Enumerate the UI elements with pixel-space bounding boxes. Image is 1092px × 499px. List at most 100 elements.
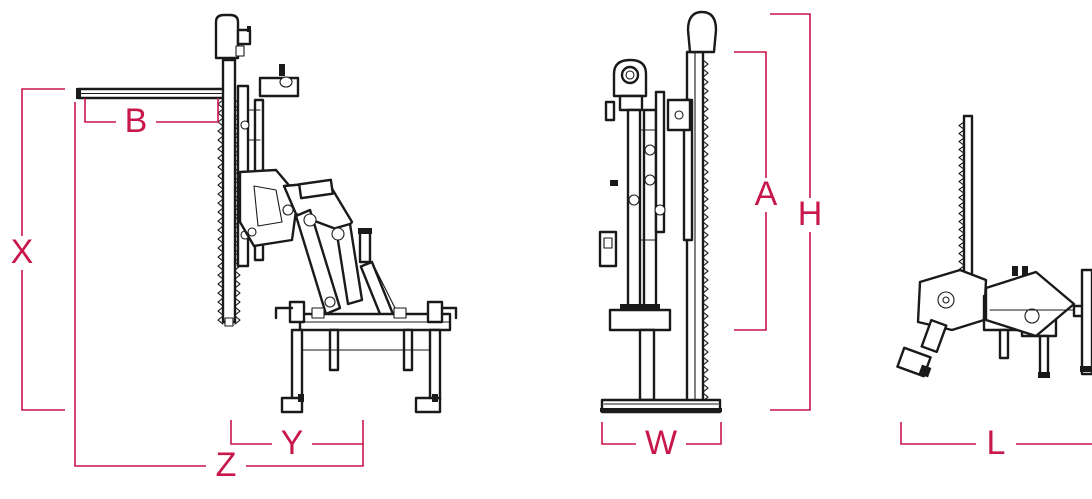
cutter-tooth — [702, 356, 709, 366]
label-l: L — [987, 424, 1006, 462]
cutter-tooth — [234, 306, 241, 316]
cutter-tooth — [702, 194, 709, 204]
label-z: Z — [216, 446, 237, 484]
cutter-tooth — [217, 189, 224, 199]
horizontal-boom — [76, 87, 230, 100]
cutter-tooth — [958, 185, 965, 194]
cutter-tooth — [217, 306, 224, 316]
cutter-tooth — [958, 201, 965, 210]
cutter-tooth — [958, 169, 965, 178]
cutter-tooth — [958, 241, 965, 250]
cutter-tooth — [217, 252, 224, 262]
front-view-machine — [598, 10, 722, 414]
dimension-x: X — [4, 88, 65, 411]
dimension-h: H — [770, 13, 826, 411]
cutter-tooth — [234, 288, 241, 298]
dimension-l: L — [900, 422, 1092, 462]
cutter-tooth — [217, 225, 224, 235]
dimension-z: Z — [74, 102, 364, 484]
cutter-tooth — [702, 365, 709, 375]
label-b: B — [125, 102, 148, 140]
cutter-tooth — [217, 126, 224, 136]
cutter-tooth — [958, 177, 965, 186]
cutter-tooth — [234, 279, 241, 289]
label-y: Y — [281, 424, 304, 462]
label-h: H — [798, 195, 823, 233]
cutter-tooth — [958, 225, 965, 234]
hitch-frame — [274, 300, 458, 414]
cutter-tooth — [702, 320, 709, 330]
cutter-tooth — [217, 162, 224, 172]
top-cutter-bar — [958, 114, 974, 282]
cutter-tooth — [958, 249, 965, 258]
cutter-tooth — [234, 297, 241, 307]
cutter-tooth — [702, 86, 709, 96]
dimension-a: A — [734, 51, 782, 331]
cutter-tooth — [217, 207, 224, 217]
cutter-tooth — [958, 145, 965, 154]
cutter-tooth — [702, 239, 709, 249]
cutter-tooth — [702, 68, 709, 78]
cutter-tooth — [217, 135, 224, 145]
vertical-cutter-bar — [217, 58, 241, 327]
label-a: A — [755, 175, 778, 213]
front-base — [600, 398, 722, 414]
cutter-tooth — [702, 248, 709, 258]
cutter-tooth — [234, 315, 241, 325]
cutter-tooth — [217, 279, 224, 289]
cutter-tooth — [702, 302, 709, 312]
cutter-tooth — [217, 153, 224, 163]
top-view-machine — [896, 114, 1092, 378]
cutter-tooth — [217, 288, 224, 298]
cutter-tooth — [217, 261, 224, 271]
cutter-tooth — [958, 161, 965, 170]
cutter-tooth — [958, 217, 965, 226]
cutter-tooth — [958, 153, 965, 162]
cutter-tooth — [702, 122, 709, 132]
cutter-tooth — [702, 275, 709, 285]
cutter-motor-head — [214, 13, 252, 60]
cutter-tooth — [702, 266, 709, 276]
cutter-tooth — [702, 140, 709, 150]
top-motor — [896, 318, 948, 378]
cutter-tooth — [217, 171, 224, 181]
dimension-b: B — [84, 98, 219, 140]
cutter-tooth — [702, 95, 709, 105]
cutter-tooth — [217, 270, 224, 280]
label-w: W — [645, 424, 677, 462]
cutter-tooth — [217, 315, 224, 325]
cutter-tooth — [958, 121, 965, 130]
label-x: X — [11, 233, 34, 271]
cutter-tooth — [702, 284, 709, 294]
cutter-tooth — [702, 347, 709, 357]
cutter-tooth — [702, 329, 709, 339]
cutter-tooth — [702, 230, 709, 240]
top-hitch-bar — [998, 268, 1092, 378]
cutter-tooth — [702, 293, 709, 303]
cutter-tooth — [702, 374, 709, 384]
cutter-tooth — [702, 212, 709, 222]
cutter-tooth — [702, 167, 709, 177]
cutter-tooth — [217, 180, 224, 190]
cutter-tooth — [702, 185, 709, 195]
top-main-body — [916, 266, 1076, 338]
cutter-tooth — [217, 144, 224, 154]
cutter-tooth — [702, 104, 709, 114]
cutter-tooth — [702, 59, 709, 69]
cutter-tooth — [702, 131, 709, 141]
cutter-tooth — [217, 234, 224, 244]
cutter-tooth — [958, 209, 965, 218]
cutter-tooth — [958, 233, 965, 242]
cutter-tooth — [958, 193, 965, 202]
cutter-tooth — [702, 311, 709, 321]
dimension-w: W — [601, 422, 722, 462]
cutter-tooth — [702, 383, 709, 393]
side-view-machine — [76, 13, 458, 414]
cutter-tooth — [702, 221, 709, 231]
front-cutter-bar — [682, 10, 718, 411]
cutter-tooth — [958, 257, 965, 266]
front-mast — [598, 90, 692, 402]
cutter-tooth — [702, 338, 709, 348]
cutter-tooth — [958, 137, 965, 146]
